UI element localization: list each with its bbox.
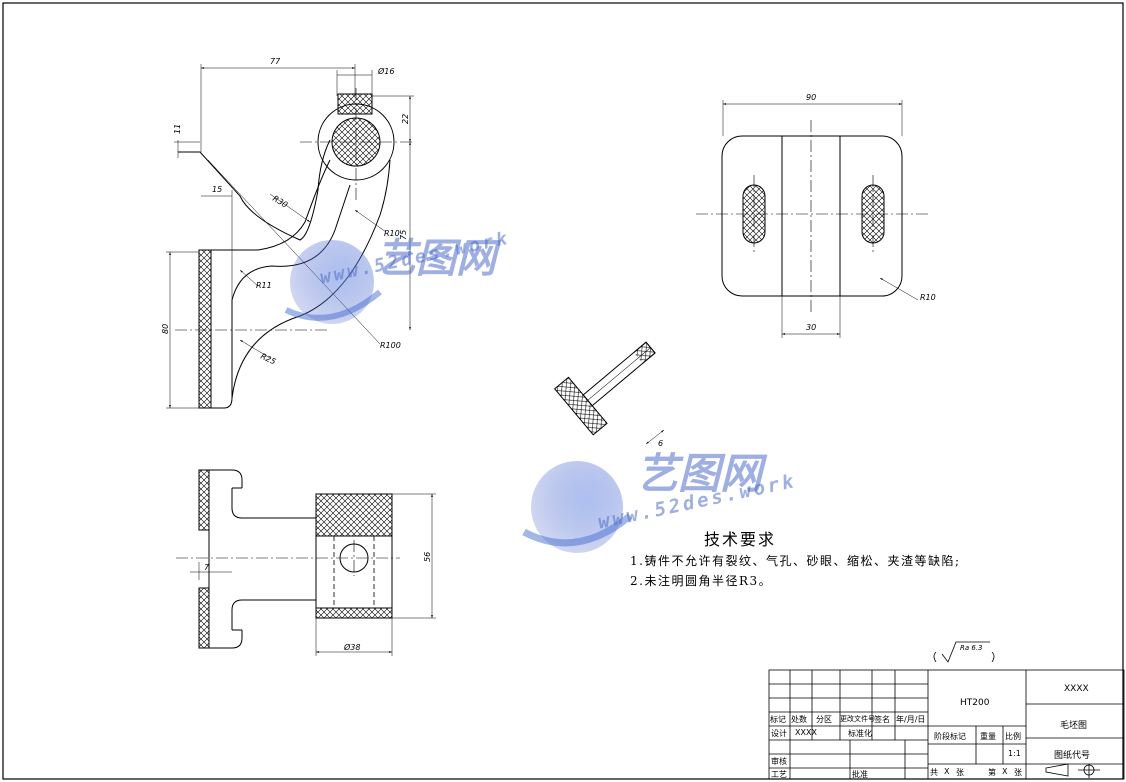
label-design: 设计 bbox=[771, 729, 787, 738]
dim-r10-front: R10 bbox=[384, 229, 400, 238]
label-sheet-x: X bbox=[1002, 767, 1008, 776]
label-stage: 阶段标记 bbox=[934, 732, 966, 741]
roughness-symbol bbox=[933, 641, 995, 663]
label-change-doc: 更改文件号 bbox=[840, 715, 875, 723]
title-block bbox=[768, 669, 1125, 780]
label-review: 审核 bbox=[771, 757, 787, 766]
dim-d16: Ø16 bbox=[377, 66, 394, 76]
label-weight: 重量 bbox=[980, 732, 996, 741]
label-date: 年/月/日 bbox=[896, 715, 926, 724]
dim-r25: R25 bbox=[259, 352, 277, 367]
dim-90: 90 bbox=[806, 93, 816, 102]
watermark-globe-icon-2 bbox=[522, 461, 632, 553]
label-sheet-no: 第 bbox=[988, 768, 996, 777]
label-mark: 标记 bbox=[770, 715, 786, 724]
tech-req-item-1: 1.铸件不允许有裂纹、气孔、砂眼、缩松、夹渣等缺陷; bbox=[630, 554, 961, 568]
tech-req-title: 技术要求 bbox=[704, 530, 777, 549]
label-scale: 比例 bbox=[1005, 732, 1021, 741]
dim-d38: Ø38 bbox=[343, 642, 360, 652]
dim-75: 75 bbox=[399, 230, 408, 240]
scale-value: 1:1 bbox=[1008, 749, 1021, 758]
label-sheets: 张 bbox=[956, 768, 964, 777]
front-view bbox=[166, 64, 414, 409]
dim-r10-side: R10 bbox=[920, 293, 936, 302]
label-approve: 批准 bbox=[852, 770, 868, 779]
roughness-value: Ra 6.3 bbox=[960, 644, 983, 652]
watermark-name-1: 艺图网 bbox=[376, 236, 496, 282]
label-sign: 签名 bbox=[874, 715, 890, 724]
dim-56: 56 bbox=[423, 552, 432, 562]
drawing-name-text: 毛坯图 bbox=[1060, 721, 1088, 731]
side-view bbox=[696, 100, 930, 338]
label-zone: 分区 bbox=[816, 715, 832, 724]
dim-r30: R30 bbox=[271, 194, 289, 210]
dim-r11: R11 bbox=[256, 281, 272, 290]
dim-6: 6 bbox=[658, 439, 663, 448]
label-count: 处数 bbox=[791, 715, 807, 724]
dim-7: 7 bbox=[204, 563, 210, 572]
dim-22: 22 bbox=[401, 114, 410, 124]
dim-r100: R100 bbox=[380, 341, 401, 350]
label-total-x: X bbox=[944, 767, 950, 776]
material-text: HT200 bbox=[960, 698, 990, 708]
tech-req-item-2: 2.未注明圆角半径R3。 bbox=[630, 574, 773, 588]
dim-77: 77 bbox=[270, 57, 281, 66]
label-process: 工艺 bbox=[771, 770, 787, 779]
label-total: 共 bbox=[930, 768, 938, 777]
dim-30: 30 bbox=[806, 323, 816, 332]
design-name: XXXX bbox=[795, 728, 817, 737]
dim-80: 80 bbox=[161, 324, 170, 334]
watermark-globe-icon bbox=[284, 240, 382, 324]
watermark-name-2: 艺图网 bbox=[636, 449, 763, 498]
top-view bbox=[176, 469, 436, 656]
drawing-code-text: 图纸代号 bbox=[1054, 751, 1091, 761]
dim-15: 15 bbox=[212, 185, 222, 194]
label-standard: 标准化 bbox=[848, 729, 872, 738]
company-text: XXXX bbox=[1064, 684, 1089, 694]
dim-11: 11 bbox=[173, 124, 182, 134]
label-sheets-2: 张 bbox=[1014, 768, 1022, 777]
removed-section bbox=[553, 341, 656, 436]
